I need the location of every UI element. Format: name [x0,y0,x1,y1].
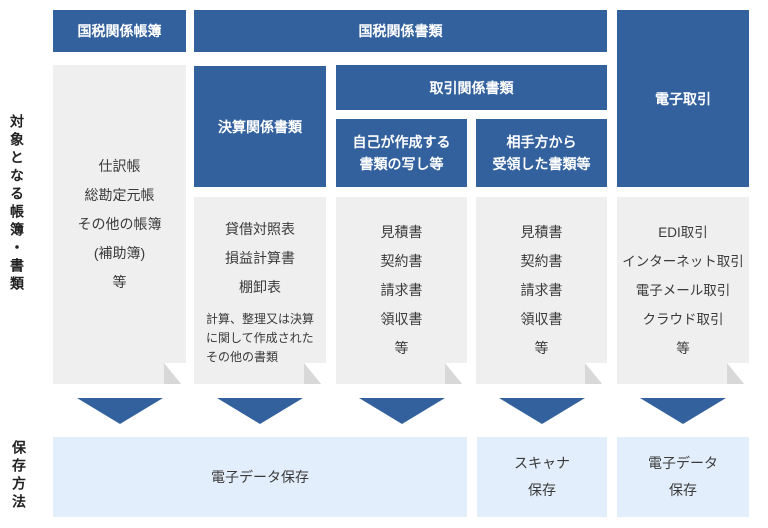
down-arrow-icon [77,398,163,424]
list-item: 見積書 [520,224,563,240]
down-arrow-icon [217,398,303,424]
received-documents-header: 相手方から 受領した書類等 [476,119,607,187]
scanner-save-line1: スキャナ [514,455,570,471]
electronic-transaction-header: 電子取引 [617,10,749,187]
list-item: 契約書 [520,253,563,269]
list-item: クラウド取引 [642,312,724,327]
list-item: 等 [534,340,549,356]
list-item: 棚卸表 [239,278,281,295]
folded-corner-icon [727,363,749,384]
down-arrow-icon [359,398,445,424]
scanner-save-line2: 保存 [528,482,556,498]
list-item: 契約書 [380,253,423,269]
folded-corner-icon [304,363,326,384]
self-created-line2: 書類の写し等 [359,156,444,172]
list-item: 等 [394,340,409,356]
settlement-note: 計算、整理又は決算 に関して作成された その他の書類 [206,310,314,367]
target-books-documents-label: 対象となる帳簿・書類 [9,114,25,294]
self-created-documents-header: 自己が作成する 書類の写し等 [336,119,467,187]
list-item: 領収書 [380,311,423,327]
electronic-data-save-bar-2: 電子データ 保存 [617,437,749,517]
save-method-label: 保存方法 [11,440,27,512]
note-line: 計算、整理又は決算 [205,311,314,326]
self-created-list-box: 見積書 契約書 請求書 領収書 等 [336,197,467,384]
list-item: 領収書 [520,311,563,327]
electronic-transaction-list-box: EDI取引 インターネット取引 電子メール取引 クラウド取引 等 [617,197,749,384]
list-item: 損益計算書 [225,249,295,266]
transaction-documents-header: 取引関係書類 [336,65,607,110]
self-created-line1: 自己が作成する [352,134,451,150]
electronic-save-line2: 保存 [669,482,697,498]
electronic-save-line1: 電子データ [648,455,718,471]
settlement-documents-header: 決算関係書類 [194,66,326,187]
down-arrow-icon [640,398,726,424]
national-tax-documents-header: 国税関係書類 [194,10,607,52]
electronic-data-save-bar: 電子データ保存 [53,437,467,517]
folded-corner-icon [585,363,607,384]
note-line: に関して作成された [205,330,314,345]
received-list-box: 見積書 契約書 請求書 領収書 等 [476,197,607,384]
list-item: 電子メール取引 [635,283,731,298]
list-item: (補助簿) [93,245,146,261]
list-item: 等 [112,274,127,290]
scanner-save-bar: スキャナ 保存 [477,437,607,517]
list-item: インターネット取引 [622,254,744,269]
list-item: 貸借対照表 [225,220,295,237]
books-list-box: 仕訳帳 総勘定元帳 その他の帳簿 (補助簿) 等 [53,65,186,384]
national-tax-books-header: 国税関係帳簿 [53,10,186,52]
list-item: その他の帳簿 [77,216,162,232]
list-item: 見積書 [380,224,423,240]
down-arrow-icon [499,398,585,424]
list-item: 総勘定元帳 [84,187,155,203]
folded-corner-icon [164,363,186,384]
note-line: その他の書類 [205,349,278,364]
list-item: 請求書 [380,282,423,298]
received-line1: 相手方から [506,134,577,150]
list-item: 仕訳帳 [98,158,141,174]
list-item: EDI取引 [658,225,708,240]
received-line2: 受領した書類等 [492,156,591,172]
list-item: 等 [676,341,690,356]
folded-corner-icon [445,363,467,384]
settlement-list-box: 貸借対照表 損益計算書 棚卸表 計算、整理又は決算 に関して作成された その他の… [194,197,326,384]
list-item: 請求書 [520,282,563,298]
